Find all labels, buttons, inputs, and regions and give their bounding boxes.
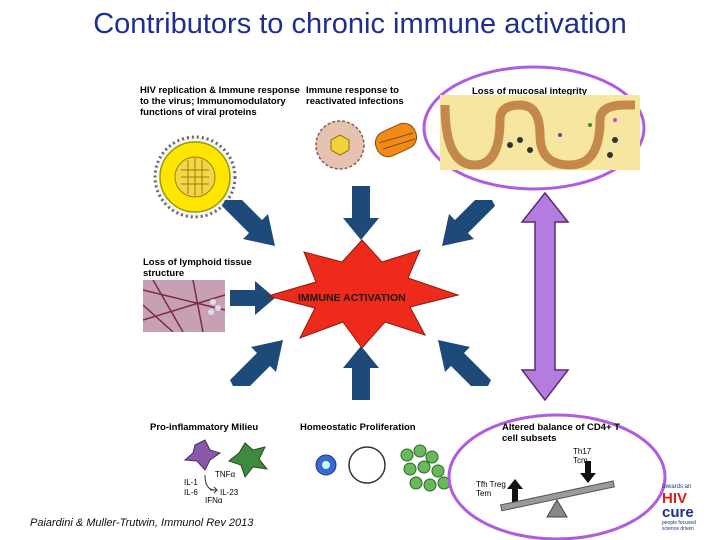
pro-inflammatory-label: Pro-inflammatory Milieu — [150, 422, 259, 433]
reactivated-infections-image — [315, 120, 418, 170]
arrow-top-right — [442, 200, 495, 246]
citation: Paiardini & Muller-Trutwin, Immunol Rev … — [30, 517, 254, 529]
arrow-bottom-middle — [343, 346, 379, 400]
hiv-virion-image — [153, 135, 237, 219]
cytokine-il6: IL-6 — [184, 488, 198, 497]
balance-highlight-circle — [447, 413, 667, 540]
altered-balance-label: Altered balance of CD4+ T cell subsets — [502, 422, 620, 444]
cytokine-tnf: TNFα — [215, 470, 236, 479]
homeostatic-proliferation-image — [315, 444, 451, 492]
slide-title: Contributors to chronic immune activatio… — [93, 8, 627, 40]
purple-double-arrow — [520, 191, 570, 402]
cytokine-ifn: IFNα — [205, 496, 223, 505]
mucosal-highlight-circle — [422, 65, 646, 191]
immune-activation-label: IMMUNE ACTIVATION — [298, 292, 406, 304]
arrow-top-middle — [343, 186, 379, 240]
mucosal-tissue-image — [440, 95, 640, 170]
arrow-bottom-left — [230, 340, 283, 386]
homeostatic-proliferation-label: Homeostatic Proliferation — [300, 422, 416, 433]
arrow-middle-left — [230, 281, 275, 315]
arrow-bottom-right — [438, 340, 491, 386]
reactivated-infections-label: Immune response to reactivated infection… — [306, 85, 404, 107]
subset-th17-tcm: Th17 Tcm — [573, 447, 592, 465]
lymphoid-tissue-image — [143, 280, 225, 332]
subset-tfh-treg-tem: Tfh Treg Tem — [476, 480, 506, 498]
cytokine-il23: IL-23 — [220, 488, 239, 497]
hiv-cure-logo: towards an HIV cure people focused scien… — [662, 484, 696, 532]
immune-activation-starburst — [266, 239, 460, 349]
mucosal-integrity-label: Loss of mucosal integrity — [472, 86, 588, 97]
cytokine-il1: IL-1 — [184, 478, 198, 487]
hiv-replication-label: HIV replication & Immune response to the… — [140, 85, 300, 118]
arrow-top-left — [222, 200, 275, 246]
balance-seesaw-image — [500, 461, 615, 518]
pro-inflammatory-image — [183, 439, 269, 494]
lymphoid-tissue-label: Loss of lymphoid tissue structure — [143, 257, 252, 279]
